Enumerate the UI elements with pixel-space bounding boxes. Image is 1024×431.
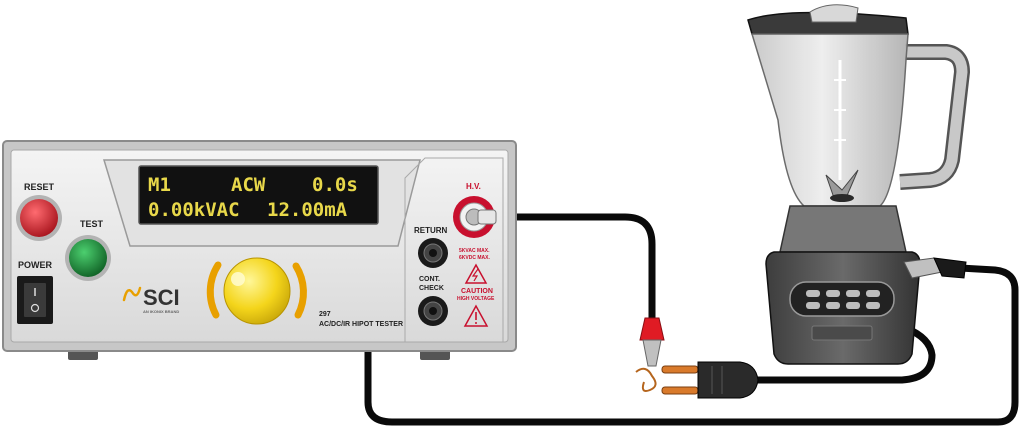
return-label: RETURN [414,226,448,235]
red-clip-jaw [642,339,662,367]
hipot-tester: M1 ACW 0.0s 0.00kVAC 12.00mA RESET TEST … [2,140,517,360]
sci-logo-mark-icon [122,286,142,302]
adjust-knob[interactable] [223,257,291,325]
blender-lid-cap [809,4,859,23]
hv-lead-cable [488,213,656,322]
caution-sublabel: HIGH VOLTAGE [457,296,495,302]
reset-button[interactable] [20,199,58,237]
display-mode: ACW [231,174,266,196]
exclamation-dot [475,322,477,324]
hv-label: H.V. [466,182,481,191]
caution-exclamation-icon [463,304,489,327]
test-button[interactable] [69,239,107,277]
blender-btn-3[interactable] [846,290,860,297]
caution-label: CAUTION [461,288,493,295]
blender-btn-7[interactable] [846,302,860,309]
cont-check-label-2: CHECK [419,285,444,292]
brand-logo: SCI [143,285,180,310]
ground-clip-boot [933,257,967,279]
blender-collar [779,205,907,253]
red-clip-boot [639,317,665,341]
knob-arc-right [292,262,307,319]
test-label: TEST [80,219,104,229]
blender-btn-6[interactable] [826,302,840,309]
plug-body [697,361,759,399]
blender-display-window [811,325,873,341]
blender-btn-4[interactable] [866,290,880,297]
cont-check-label-1: CONT. [419,276,440,283]
display-current: 12.00mA [267,199,348,221]
plug-prong-bottom [661,386,699,395]
blade-hub [830,194,854,202]
blender-btn-1[interactable] [806,290,820,297]
high-voltage-warning-icon [464,263,488,284]
lcd-display [138,165,379,225]
hv-rating-ac: 5KVAC MAX. [459,248,490,254]
blender [747,4,970,365]
blender-btn-5[interactable] [806,302,820,309]
knob-indicator [231,272,245,286]
blender-control-panel [789,281,895,317]
blender-jar [750,33,909,207]
blender-power-cord [748,324,936,384]
power-label: POWER [18,260,53,270]
hv-plug [477,209,497,225]
blender-btn-2[interactable] [826,290,840,297]
model-description: AC/DC/IR HIPOT TESTER [319,321,403,328]
lightning-bolt-icon [471,268,479,282]
plug-prong-top [661,365,699,374]
reset-label: RESET [24,182,55,192]
blender-blade [825,169,859,199]
terminal-panel [404,157,504,343]
blender-plug [635,361,759,399]
model-number: 297 [319,311,331,318]
return-terminal-pin [429,249,437,257]
power-switch-rocker [24,283,46,317]
brand-tagline: AN IKONIX BRAND [143,309,179,314]
display-memory: M1 [148,174,171,196]
hv-alligator-clip [639,317,665,367]
display-time: 0.0s [312,174,358,196]
wire-strand [635,367,657,392]
hv-rating-dc: 6KVDC MAX. [459,255,490,261]
display-voltage: 0.00kVAC [148,199,240,221]
blender-handle-inner [899,46,968,188]
blender-btn-8[interactable] [866,302,880,309]
cont-check-terminal-pin [429,307,437,315]
knob-arc-left [206,261,222,319]
power-off-mark-icon [30,303,40,313]
